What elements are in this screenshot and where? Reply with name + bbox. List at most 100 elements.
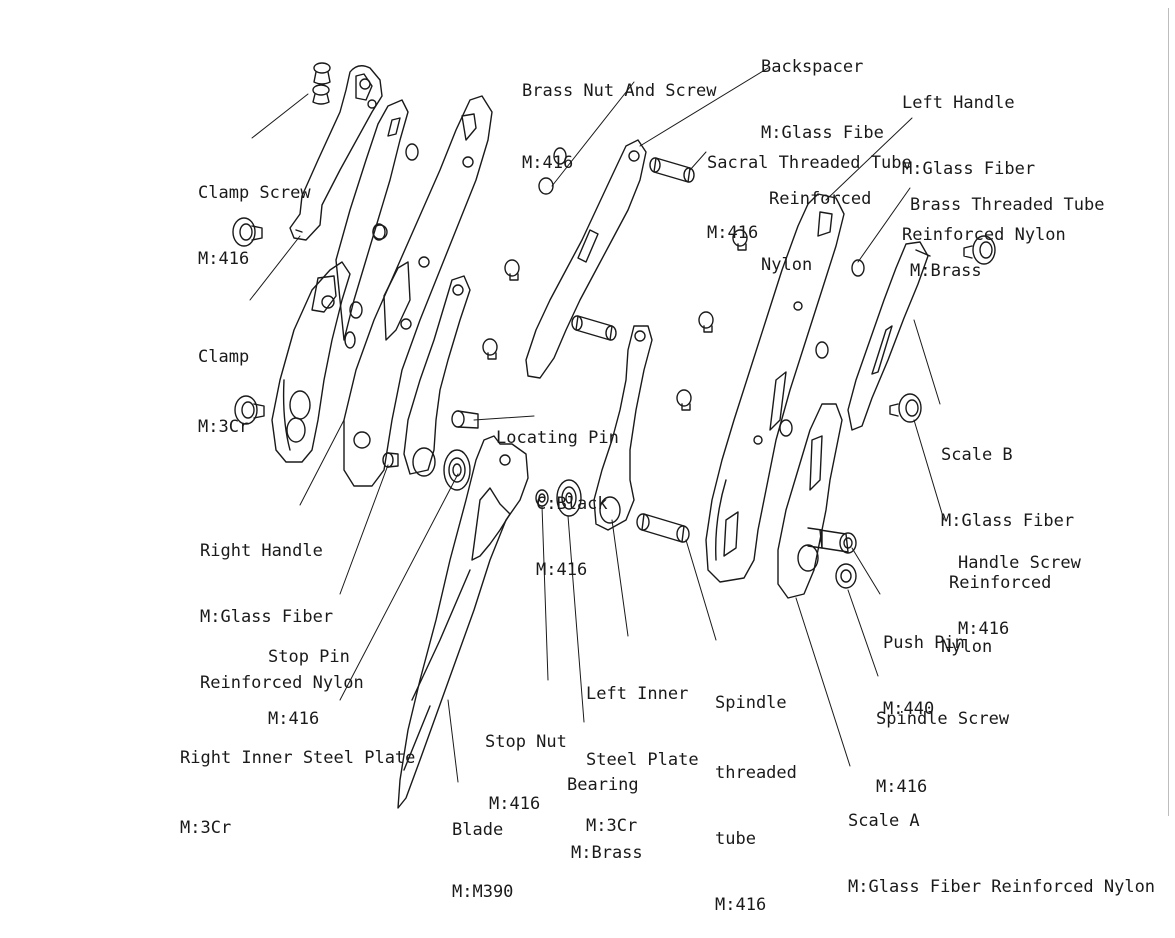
- spindle-threaded-tube: [636, 513, 690, 543]
- left-handle: [705, 193, 845, 583]
- stop-pin: [382, 452, 399, 468]
- label-scale-a: Scale A M:Glass Fiber Reinforced Nylon: [848, 766, 1155, 920]
- label-blade-material: M:M390: [452, 882, 514, 902]
- label-push-pin-name: Push Pin: [883, 633, 965, 653]
- scale-b: [847, 241, 931, 431]
- label-brass-nut-and-screw-name: Brass Nut And Screw: [522, 81, 717, 101]
- label-stop-pin-material: M:416: [268, 709, 320, 729]
- bearing-left: [556, 479, 582, 517]
- clamp: [289, 65, 383, 241]
- label-left-inner-steel-plate: Left Inner Steel Plate M:3Cr: [586, 639, 699, 859]
- label-handle-screw-material: M:416: [958, 619, 1010, 639]
- label-sacral-threaded-tube-material: M:416: [707, 223, 759, 243]
- label-scale-a-name: Scale A: [848, 811, 920, 831]
- label-scale-b-material: M:Glass Fiber: [941, 511, 1075, 531]
- label-sacral-threaded-tube: Sacral Threaded Tube M:416: [707, 108, 912, 266]
- label-spindle-screw-name: Spindle Screw: [876, 709, 1010, 729]
- label-right-inner-steel-plate: Right Inner Steel Plate M:3Cr: [180, 703, 415, 861]
- label-left-inner-steel-plate-material: M:3Cr: [586, 816, 638, 836]
- exploded-view-diagram: Clamp Screw M:416 Clamp M:3Cr Right Hand…: [180, 8, 1169, 915]
- leader-lines: [249, 67, 945, 783]
- label-right-handle-material: M:Glass Fiber: [200, 607, 334, 627]
- diagram-artwork: [232, 62, 996, 809]
- scale-a: [777, 403, 843, 599]
- push-pin: [807, 527, 857, 554]
- label-backspacer: Backspacer M:Glass Fibe Reinforced Nylon: [761, 12, 884, 298]
- label-left-inner-steel-plate-name: Left Inner: [586, 684, 689, 704]
- label-left-handle-material-2: Reinforced Nylon: [902, 225, 1066, 245]
- bearing-right: [443, 449, 471, 491]
- label-right-inner-steel-plate-name: Right Inner Steel Plate: [180, 748, 416, 768]
- label-scale-b-material-2: Reinforced: [949, 573, 1052, 593]
- label-scale-b: Scale B M:Glass Fiber Reinforced Nylon: [941, 400, 1074, 680]
- blade: [397, 435, 529, 809]
- label-clamp-screw-name: Clamp Screw: [198, 183, 311, 203]
- label-backspacer-name: Backspacer: [761, 57, 864, 77]
- label-right-handle-material-2: Reinforced Nylon: [200, 673, 364, 693]
- right-handle: [271, 261, 351, 463]
- label-clamp-name: Clamp: [198, 347, 250, 367]
- spacer-tube: [571, 315, 617, 341]
- brass-nut-right: [349, 143, 419, 319]
- label-left-handle: Left Handle M:Glass Fiber Reinforced Nyl…: [902, 48, 1066, 268]
- label-locating-pin-material: M:416: [536, 560, 588, 580]
- label-handle-screw-name: Handle Screw: [958, 553, 1081, 573]
- label-scale-b-material-3: Nylon: [941, 637, 993, 657]
- label-left-handle-material: M:Glass Fiber: [902, 159, 1036, 179]
- label-push-pin: Push Pin M:440: [883, 588, 965, 742]
- backspacer: [525, 139, 647, 379]
- right-inner-liner-lock: [403, 275, 471, 477]
- spindle-screw: [835, 563, 857, 589]
- label-push-pin-material: M:440: [883, 699, 935, 719]
- label-brass-nut-and-screw-material: M:416: [522, 153, 574, 173]
- brass-nut-left: [779, 259, 865, 437]
- right-inner-steel-plate: [343, 95, 493, 487]
- clamp-screw-left: [232, 217, 265, 425]
- label-spindle-screw: Spindle Screw M:416: [876, 664, 1009, 820]
- frame-edge: [1168, 8, 1169, 816]
- right-handle-liner: [335, 99, 409, 349]
- label-backspacer-material-3: Nylon: [761, 255, 813, 275]
- label-stop-nut: Stop Nut M:416: [485, 687, 567, 837]
- label-brass-nut-and-screw: Brass Nut And Screw M:416: [522, 36, 716, 196]
- label-scale-a-material: M:Glass Fiber Reinforced Nylon: [848, 877, 1156, 897]
- label-bearing-name: Bearing: [567, 775, 639, 795]
- center-screws: [482, 147, 567, 360]
- label-brass-threaded-tube-material: M:Brass: [910, 261, 982, 281]
- label-spindle-threaded-tube-name-2: threaded: [715, 763, 797, 783]
- label-right-handle-name: Right Handle: [200, 541, 323, 561]
- label-left-inner-steel-plate-name-2: Steel Plate: [586, 750, 699, 770]
- label-handle-screw: Handle Screw M:416: [958, 508, 1081, 662]
- label-backspacer-material-2: Reinforced: [769, 189, 872, 209]
- handle-screw: [889, 235, 996, 423]
- label-spindle-threaded-tube-name: Spindle: [715, 693, 787, 713]
- label-left-handle-name: Left Handle: [902, 93, 1015, 113]
- label-spindle-screw-material: M:416: [876, 777, 928, 797]
- label-scale-b-name: Scale B: [941, 445, 1013, 465]
- sacral-threaded-tube: [649, 157, 695, 183]
- label-brass-threaded-tube: Brass Threaded Tube M:Brass: [910, 150, 1104, 304]
- label-clamp: Clamp M:3Cr: [198, 302, 249, 460]
- label-locating-pin: Locating Pin C:Black M:416: [496, 383, 619, 603]
- label-spindle-threaded-tube-name-3: tube: [715, 829, 756, 849]
- label-locating-pin-name: Locating Pin: [496, 428, 619, 448]
- label-backspacer-material: M:Glass Fibe: [761, 123, 884, 143]
- label-clamp-screw-material: M:416: [198, 249, 250, 269]
- label-right-inner-steel-plate-material: M:3Cr: [180, 818, 232, 838]
- label-stop-pin-name: Stop Pin: [268, 647, 350, 667]
- label-stop-nut-material: M:416: [489, 794, 541, 814]
- left-inner-steel-plate: [593, 325, 653, 531]
- label-right-handle: Right Handle M:Glass Fiber Reinforced Ny…: [200, 496, 364, 716]
- clamp-screw-top: [312, 62, 331, 105]
- label-spindle-threaded-tube: Spindle threaded tube M:416: [715, 648, 797, 938]
- label-sacral-threaded-tube-name: Sacral Threaded Tube: [707, 153, 912, 173]
- label-spindle-threaded-tube-material: M:416: [715, 895, 767, 915]
- center-right-screws: [676, 229, 748, 411]
- label-brass-threaded-tube-name: Brass Threaded Tube: [910, 195, 1105, 215]
- label-stop-pin: Stop Pin M:416: [268, 602, 350, 752]
- label-stop-nut-name: Stop Nut: [485, 732, 567, 752]
- locating-pin: [451, 410, 479, 429]
- label-clamp-material: M:3Cr: [198, 417, 250, 437]
- label-locating-pin-color: C:Black: [536, 494, 608, 514]
- label-clamp-screw: Clamp Screw M:416: [198, 138, 311, 292]
